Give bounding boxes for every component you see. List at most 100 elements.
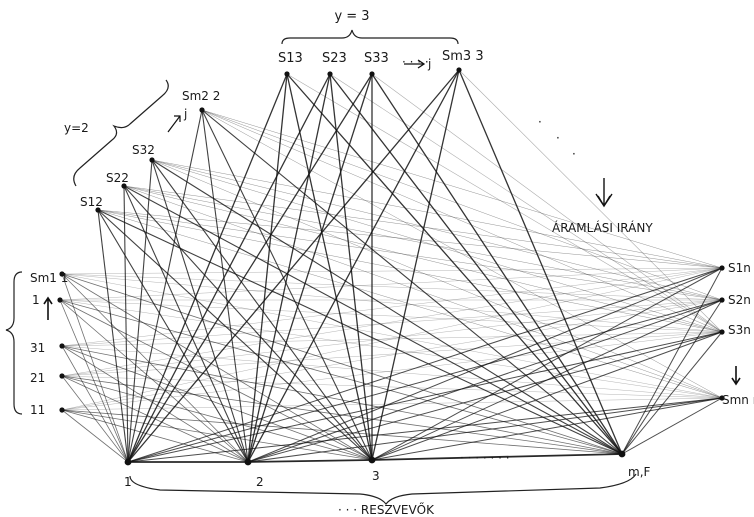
node-label-1: 1 xyxy=(32,293,40,307)
edge-line-15 xyxy=(458,69,623,455)
node-label-s32: S32 xyxy=(132,143,155,157)
edge-line-36 xyxy=(201,109,723,269)
edge-line-79 xyxy=(59,299,723,399)
bottom-brace xyxy=(129,473,637,505)
edge-line-51 xyxy=(97,209,723,399)
right-down-arrow-icon xyxy=(731,366,741,386)
edge-line-1 xyxy=(247,73,288,463)
node-label-sm22: Sm2 2 xyxy=(182,89,220,103)
edge-line-68 xyxy=(61,409,129,463)
node-label-s12: S12 xyxy=(80,195,103,209)
edge-line-27 xyxy=(151,159,623,455)
node-label-31: 31 xyxy=(30,341,45,355)
edge-line-40 xyxy=(151,159,723,269)
node-dot-right-16 xyxy=(719,395,725,401)
node-dot-top-1 xyxy=(327,71,333,77)
edge-line-83 xyxy=(61,345,723,399)
edge-line-97 xyxy=(247,299,723,463)
edge-line-3 xyxy=(286,73,623,455)
edge-line-7 xyxy=(329,73,623,455)
node-label-s23: S23 xyxy=(322,51,347,66)
bottom-node-label-mf: m,F xyxy=(628,465,651,479)
edge-line-24 xyxy=(127,159,153,463)
edge-line-31 xyxy=(123,185,623,455)
edge-line-84 xyxy=(61,267,723,377)
top-dots: · · · · xyxy=(402,55,429,69)
edge-line-56 xyxy=(59,299,129,463)
edge-line-107 xyxy=(621,397,723,455)
node-label-sm33: Sm3 3 xyxy=(442,49,484,64)
edge-line-42 xyxy=(151,159,723,333)
edge-line-90 xyxy=(61,331,723,411)
edge-line-69 xyxy=(61,409,249,463)
edge-line-39 xyxy=(201,109,723,399)
node-label-s2n: S2n xyxy=(728,293,751,307)
edge-line-30 xyxy=(123,185,373,461)
edge-line-72 xyxy=(61,267,723,275)
edge-line-87 xyxy=(61,375,723,399)
edge-line-11 xyxy=(371,73,623,455)
edge-line-106 xyxy=(371,397,723,461)
node-dot-upl-4 xyxy=(199,107,205,113)
node-dot-top-3 xyxy=(456,67,462,73)
edge-line-4 xyxy=(127,73,331,463)
edge-line-66 xyxy=(61,375,373,461)
edge-line-96 xyxy=(127,299,723,463)
edge-line-81 xyxy=(61,299,723,347)
edge-line-25 xyxy=(151,159,249,463)
flow-dots-2: · xyxy=(556,131,560,145)
node-dot-upl-6 xyxy=(121,183,127,189)
edge-line-100 xyxy=(127,331,723,463)
edge-line-89 xyxy=(61,299,723,411)
edge-line-14 xyxy=(371,69,460,461)
edge-line-76 xyxy=(59,267,723,301)
node-label-smnn: Smn n xyxy=(722,393,754,407)
flow-direction-arrow-icon xyxy=(595,178,613,208)
edge-line-78 xyxy=(59,299,723,333)
edge-line-23 xyxy=(201,109,623,455)
edge-line-75 xyxy=(61,273,723,399)
edge-line-5 xyxy=(247,73,331,463)
edge-line-46 xyxy=(123,185,723,333)
node-dot-left-12 xyxy=(59,407,65,413)
edge-line-41 xyxy=(151,159,723,301)
node-label-s1n: S1n xyxy=(728,261,751,275)
edge-line-0 xyxy=(127,73,288,463)
edge-line-80 xyxy=(61,267,723,347)
edge-line-105 xyxy=(247,397,723,463)
edge-line-45 xyxy=(123,185,723,301)
edge-line-86 xyxy=(61,331,723,377)
edge-line-9 xyxy=(247,73,373,463)
node-dot-bottom-18 xyxy=(244,458,252,466)
edge-line-54 xyxy=(61,273,373,461)
edge-line-48 xyxy=(97,209,723,269)
node-dot-left-9 xyxy=(57,297,63,303)
edge-line-2 xyxy=(286,73,373,461)
edge-line-50 xyxy=(97,209,723,333)
node-label-sm11: Sm1 1 xyxy=(30,271,68,285)
edge-line-19 xyxy=(458,69,723,333)
edge-line-85 xyxy=(61,299,723,377)
edge-line-58 xyxy=(59,299,373,461)
node-dot-left-8 xyxy=(59,271,65,277)
flow-dots-3: · xyxy=(572,147,576,161)
node-dot-top-0 xyxy=(284,71,290,77)
upper-left-j-label: j xyxy=(183,107,187,121)
node-label-21: 21 xyxy=(30,371,45,385)
edge-line-22 xyxy=(201,109,373,461)
edge-line-110 xyxy=(371,453,623,461)
flow-direction-label: ÁRAMLÁSI IRÁNY xyxy=(552,220,653,235)
node-label-s13: S13 xyxy=(278,51,303,66)
edge-line-95 xyxy=(621,267,723,455)
bottom-node-label-2: 2 xyxy=(256,475,264,489)
node-dot-right-13 xyxy=(719,265,725,271)
top-j-arrow-icon xyxy=(404,59,426,69)
edge-line-18 xyxy=(371,73,723,333)
edge-line-12 xyxy=(127,69,460,463)
upper-left-j-arrow-icon xyxy=(167,115,181,133)
edge-line-6 xyxy=(329,73,373,461)
node-dot-right-15 xyxy=(719,329,725,335)
nodes-layer xyxy=(57,67,725,466)
edge-line-49 xyxy=(97,209,723,301)
